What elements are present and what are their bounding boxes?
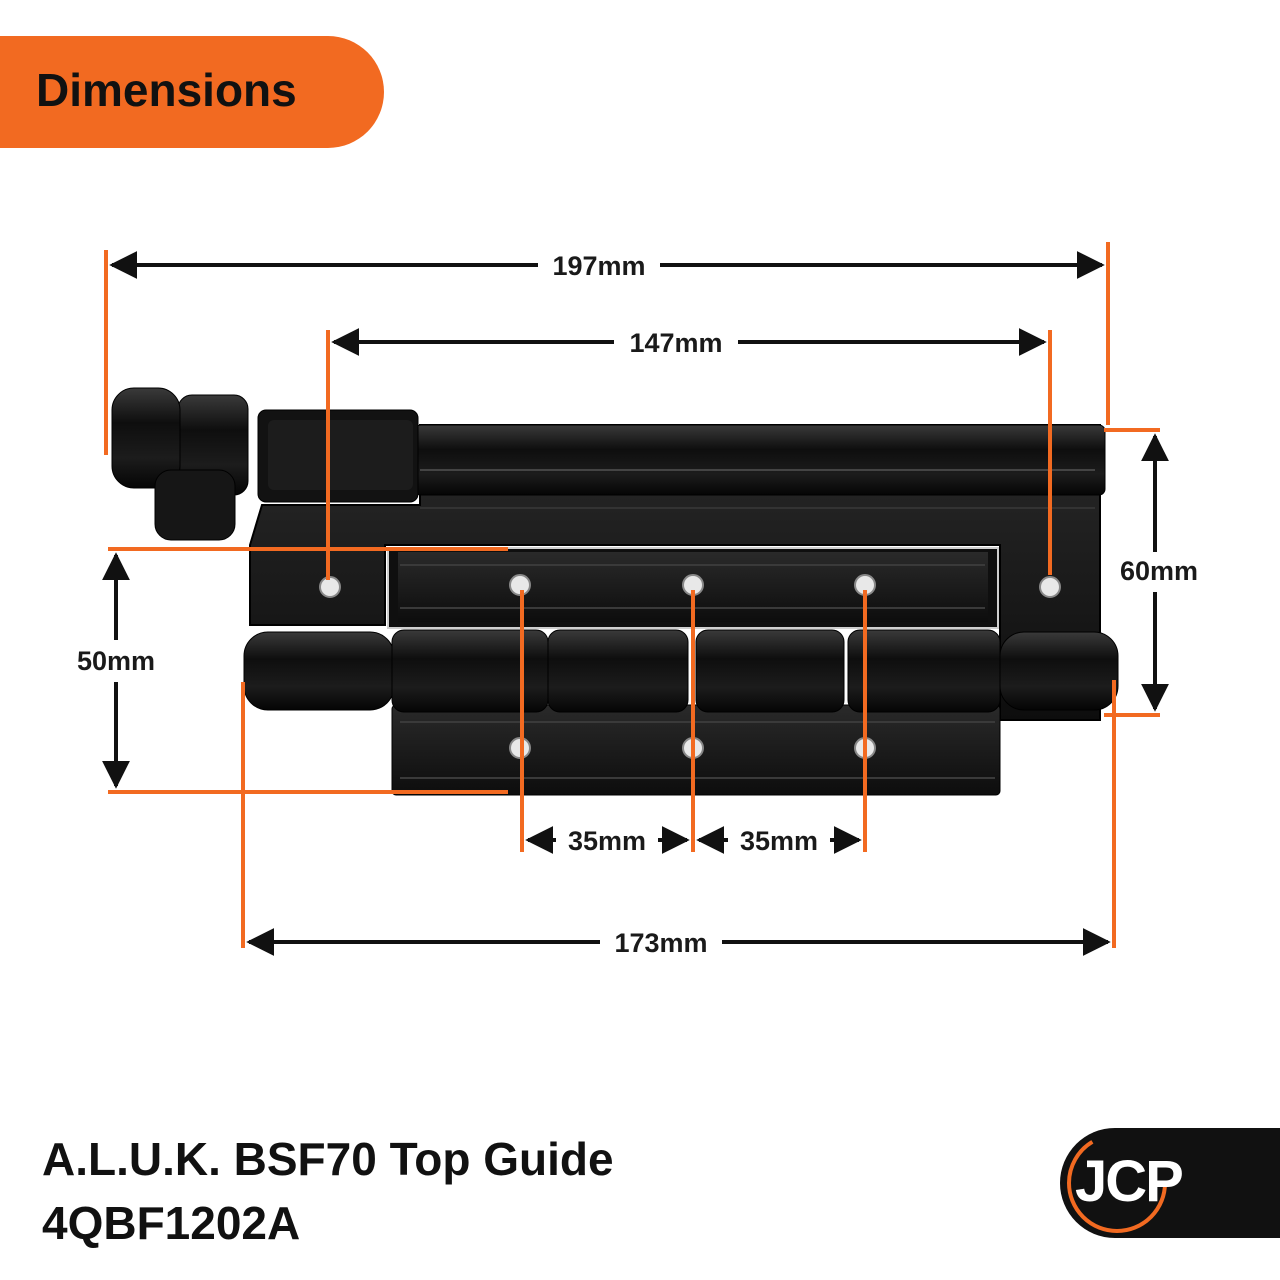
dimension-197-label: 197mm: [552, 251, 645, 281]
dimension-147-label: 147mm: [629, 328, 722, 358]
dimension-35-left-label: 35mm: [568, 826, 646, 856]
logo-badge: [1060, 1128, 1280, 1238]
header-banner: [0, 36, 384, 148]
product-name: A.L.U.K. BSF70 Top Guide: [42, 1133, 614, 1185]
product-code: 4QBF1202A: [42, 1197, 301, 1249]
brand-logo: JCP: [1075, 1149, 1184, 1214]
dimension-60-label: 60mm: [1120, 556, 1198, 586]
extension-lines: [104, 242, 1160, 948]
product-illustration: [111, 387, 1119, 796]
page-title: Dimensions: [36, 64, 297, 116]
logo-ring-icon: [1067, 1133, 1167, 1233]
dimension-35-right-label: 35mm: [740, 826, 818, 856]
dimension-50-label: 50mm: [77, 646, 155, 676]
dimension-173-label: 173mm: [614, 928, 707, 958]
dimension-arrows: [102, 251, 1169, 956]
